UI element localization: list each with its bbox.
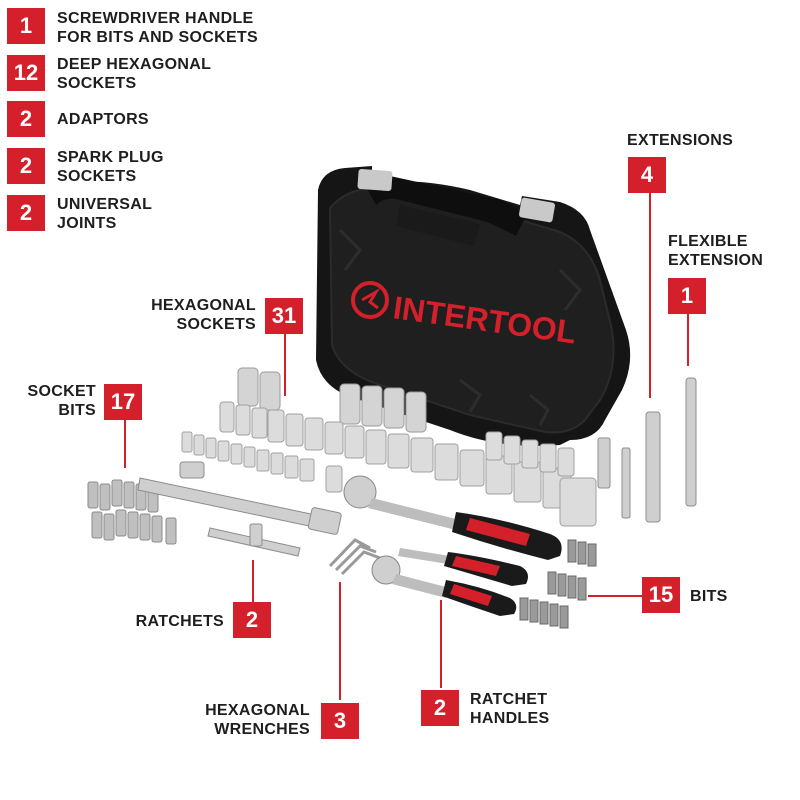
bits-label: BITS	[690, 587, 728, 606]
adaptors-count: 2	[7, 101, 45, 137]
leader-hex-wrenches	[339, 582, 341, 700]
flexible-extension-label: FLEXIBLE EXTENSION	[668, 232, 763, 270]
ratchets-count: 2	[233, 602, 271, 638]
bits-count: 15	[642, 577, 680, 613]
hex-sockets-label: HEXAGONAL SOCKETS	[130, 296, 256, 334]
leader-flexible-extension	[687, 314, 689, 366]
extensions-count: 4	[628, 157, 666, 193]
universal-joints-label: UNIVERSAL JOINTS	[57, 195, 152, 233]
ratchets-label: RATCHETS	[110, 612, 224, 631]
hex-sockets-line2: SOCKETS	[176, 316, 256, 333]
universal-joints-count: 2	[7, 195, 45, 231]
leader-ratchets	[252, 560, 254, 602]
deep-sockets	[237, 367, 427, 433]
spark-plug-count: 2	[7, 148, 45, 184]
hex-wrenches-line2: WRENCHES	[214, 721, 310, 738]
spark-plug-label: SPARK PLUG SOCKETS	[57, 148, 164, 186]
hex-wrenches-line1: HEXAGONAL	[205, 702, 310, 719]
extensions-line1: EXTENSIONS	[627, 132, 734, 149]
extensions-label: EXTENSIONS	[627, 131, 733, 150]
screwdriver-handle-count: 1	[7, 8, 45, 44]
bits	[519, 539, 597, 629]
hex-wrenches-label: HEXAGONAL WRENCHES	[180, 701, 310, 739]
leader-socket-bits	[124, 420, 126, 468]
flexible-extension-line2: EXTENSION	[668, 252, 764, 269]
hex-sockets	[181, 401, 597, 527]
deep-sockets-label: DEEP HEXAGONAL SOCKETS	[57, 55, 211, 93]
ratchet-handles-label: RATCHET HANDLES	[470, 690, 549, 728]
socket-bits-label: SOCKET BITS	[10, 382, 96, 420]
screwdriver-handle-line1: SCREWDRIVER HANDLE	[57, 10, 254, 27]
hex-wrenches	[328, 538, 381, 576]
ratchet-handles-count: 2	[421, 690, 459, 726]
extensions	[137, 377, 697, 557]
socket-bits-line2: BITS	[58, 402, 96, 419]
leader-hex-sockets	[284, 334, 286, 396]
ratchets	[343, 475, 562, 616]
hex-wrenches-count: 3	[321, 703, 359, 739]
tool-case: INTERTOOL	[316, 166, 631, 446]
spark-plug-line1: SPARK PLUG	[57, 149, 164, 166]
adaptors-label: ADAPTORS	[57, 110, 149, 129]
leader-ratchet-handles	[440, 600, 442, 688]
spark-plug-line2: SOCKETS	[57, 168, 137, 185]
flexible-extension-line1: FLEXIBLE	[668, 233, 748, 250]
deep-sockets-line2: SOCKETS	[57, 75, 137, 92]
deep-sockets-line1: DEEP HEXAGONAL	[57, 56, 212, 73]
screwdriver-handle-line2: FOR BITS AND SOCKETS	[57, 29, 258, 46]
ratchet-handles-line2: HANDLES	[470, 710, 550, 727]
socket-bits-count: 17	[104, 384, 142, 420]
flexible-extension-count: 1	[668, 278, 706, 314]
hex-sockets-line1: HEXAGONAL	[151, 297, 256, 314]
universal-joints-line1: UNIVERSAL	[57, 196, 153, 213]
ratchet-handles-line1: RATCHET	[470, 691, 548, 708]
socket-bits-line1: SOCKET	[27, 383, 96, 400]
screwdriver-handle-label: SCREWDRIVER HANDLE FOR BITS AND SOCKETS	[57, 9, 258, 47]
leader-bits	[588, 595, 642, 597]
ratchets-line1: RATCHETS	[135, 613, 224, 630]
hex-sockets-count: 31	[265, 298, 303, 334]
adaptors-line1: ADAPTORS	[57, 111, 149, 128]
deep-sockets-count: 12	[7, 55, 45, 91]
leader-extensions	[649, 193, 651, 398]
bits-line1: BITS	[690, 588, 728, 605]
universal-joints-line2: JOINTS	[57, 215, 117, 232]
